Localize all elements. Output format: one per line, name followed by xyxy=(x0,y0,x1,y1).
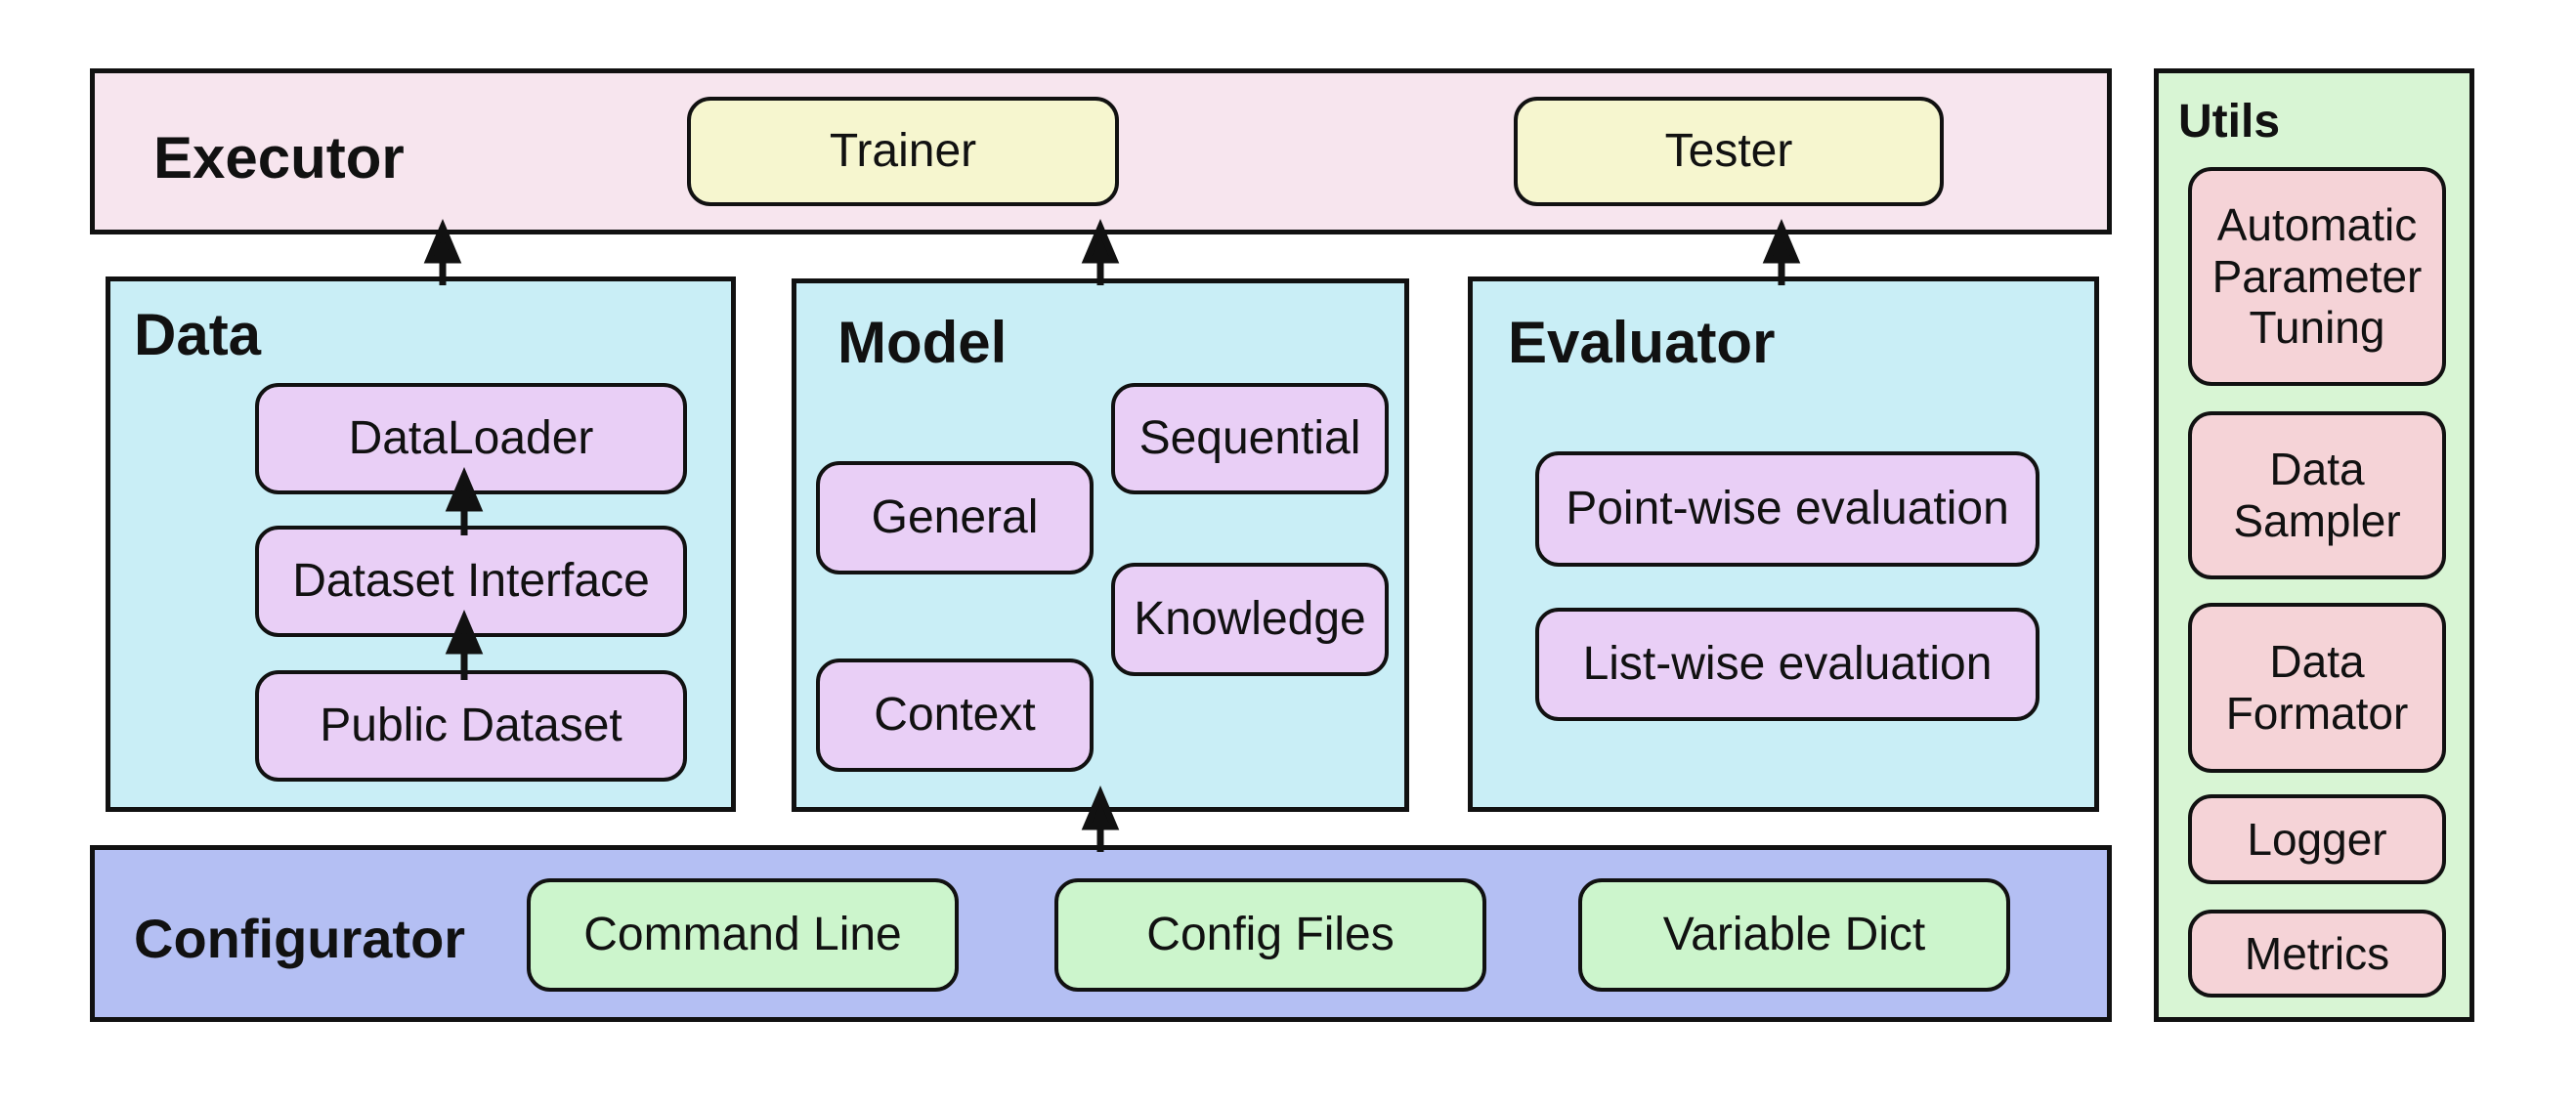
executor-title: Executor xyxy=(153,125,405,191)
automatic-parameter-tuning-box: Automatic Parameter Tuning xyxy=(2188,167,2446,386)
arrow-model-to-executor xyxy=(1081,219,1120,285)
tester-box: Tester xyxy=(1514,97,1944,206)
config-files-box: Config Files xyxy=(1054,878,1486,992)
dataloader-box: DataLoader xyxy=(255,383,687,494)
data-title: Data xyxy=(134,302,262,367)
executor-panel: Executor Trainer Tester xyxy=(90,68,2112,234)
data-sampler-box: Data Sampler xyxy=(2188,411,2446,579)
utils-title: Utils xyxy=(2178,96,2281,148)
command-line-box: Command Line xyxy=(527,878,959,992)
general-box: General xyxy=(816,461,1094,574)
configurator-title: Configurator xyxy=(134,908,466,969)
model-title: Model xyxy=(837,310,1008,375)
data-panel: Data DataLoader Dataset Interface Public… xyxy=(106,276,736,812)
trainer-box: Trainer xyxy=(687,97,1119,206)
utils-panel: Utils Automatic Parameter Tuning Data Sa… xyxy=(2154,68,2474,1022)
data-formator-box: Data Formator xyxy=(2188,603,2446,773)
evaluator-title: Evaluator xyxy=(1508,310,1776,375)
variable-dict-box: Variable Dict xyxy=(1578,878,2010,992)
model-panel: Model General Sequential Knowledge Conte… xyxy=(792,278,1409,812)
metrics-box: Metrics xyxy=(2188,910,2446,998)
public-dataset-box: Public Dataset xyxy=(255,670,687,782)
logger-box: Logger xyxy=(2188,794,2446,884)
evaluator-panel: Evaluator Point-wise evaluation List-wis… xyxy=(1468,276,2099,812)
configurator-panel: Configurator Command Line Config Files V… xyxy=(90,845,2112,1022)
knowledge-box: Knowledge xyxy=(1111,563,1389,676)
sequential-box: Sequential xyxy=(1111,383,1389,494)
context-box: Context xyxy=(816,659,1094,772)
dataset-interface-box: Dataset Interface xyxy=(255,526,687,637)
pointwise-evaluation-box: Point-wise evaluation xyxy=(1535,451,2039,567)
listwise-evaluation-box: List-wise evaluation xyxy=(1535,608,2039,721)
